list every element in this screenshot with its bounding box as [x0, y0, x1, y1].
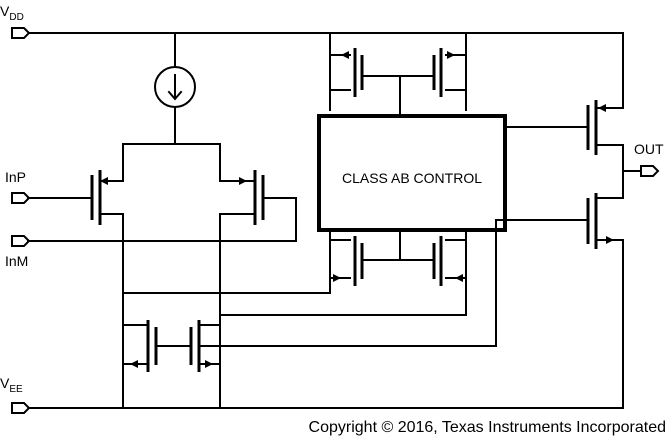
input-pmos-left — [27, 164, 124, 409]
vdd-rail — [27, 32, 624, 96]
vdd-label: VDD — [0, 3, 24, 23]
inp-pin-icon[interactable] — [11, 192, 31, 204]
out-pin-icon[interactable] — [640, 165, 660, 177]
inm-label: InM — [5, 253, 28, 269]
output-pmos — [504, 94, 624, 199]
current-source-arrow-icon — [167, 74, 183, 101]
vee-pin-icon[interactable] — [11, 402, 31, 414]
inp-label: InP — [5, 169, 26, 185]
input-pmos-right — [27, 164, 297, 409]
tail-current-source — [122, 32, 221, 166]
copyright-text: Copyright © 2016, Texas Instruments Inco… — [309, 419, 666, 436]
out-label: OUT — [634, 141, 664, 157]
vee-rail — [27, 239, 624, 409]
bottom-nmos-pair — [329, 229, 467, 316]
inm-pin-icon[interactable] — [11, 235, 31, 247]
mirror-nmos-pair — [122, 292, 497, 372]
class-ab-control-label: CLASS AB CONTROL — [342, 170, 482, 186]
vee-label: VEE — [0, 375, 23, 395]
class-ab-control-block: CLASS AB CONTROL — [317, 114, 507, 232]
top-pmos-pair — [329, 32, 467, 117]
vdd-pin-icon[interactable] — [11, 27, 31, 39]
output-nmos — [504, 193, 624, 249]
